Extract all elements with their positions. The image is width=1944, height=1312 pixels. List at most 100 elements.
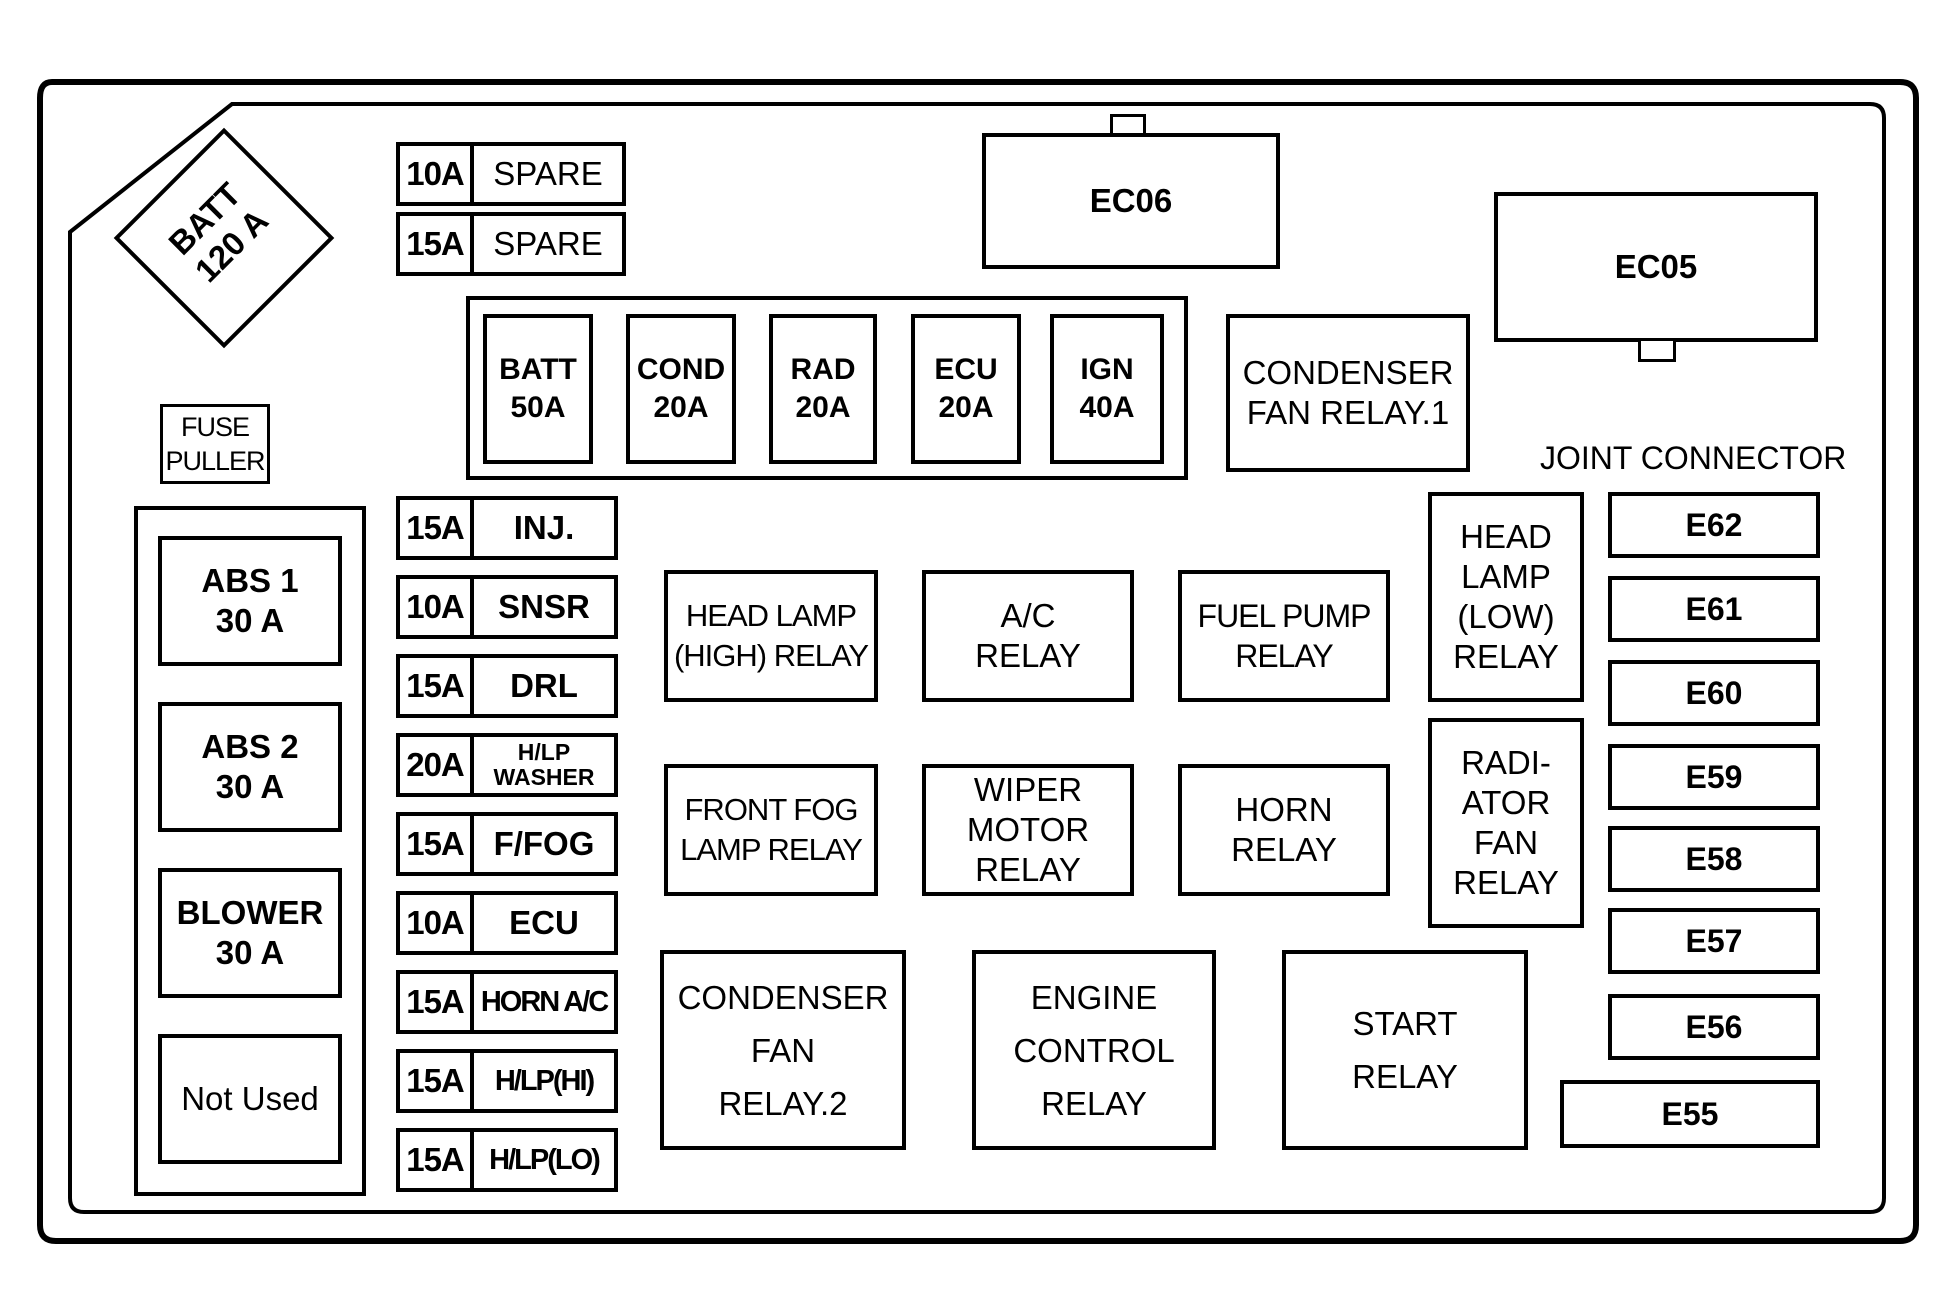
abs2-fuse[interactable]: ABS 2 30 A xyxy=(158,702,342,832)
mini-fuse-horn-ac[interactable]: 15A HORN A/C xyxy=(396,970,618,1034)
main-fuse-ecu-name: ECU xyxy=(934,353,998,386)
abs1-fuse-label: ABS 1 30 A xyxy=(201,562,299,639)
front-fog-lamp-relay-label: FRONT FOG LAMP RELAY xyxy=(680,792,863,867)
mini-fuse-hlp-hi[interactable]: 15A H/LP(HI) xyxy=(396,1049,618,1113)
mini-fuse-hlp-hi-name: H/LP(HI) xyxy=(494,1064,595,1097)
main-fuse-ign-name: IGN xyxy=(1080,353,1134,386)
mini-fuse-ffog-amp: 15A xyxy=(400,816,474,872)
e58-label: E58 xyxy=(1685,840,1743,877)
joint-connector-e57[interactable]: E57 xyxy=(1608,908,1820,974)
mini-fuse-ecu-name: ECU xyxy=(509,904,579,941)
head-lamp-high-relay-label: HEAD LAMP (HIGH) RELAY xyxy=(673,598,869,673)
spare-fuse-1-amp: 10A xyxy=(400,146,474,202)
mini-fuse-inj[interactable]: 15A INJ. xyxy=(396,496,618,560)
joint-connector-title: JOINT CONNECTOR xyxy=(1540,440,1847,476)
mini-fuse-snsr[interactable]: 10A SNSR xyxy=(396,575,618,639)
main-fuse-ecu-amp: 20A xyxy=(938,391,994,424)
connector-ec06-label: EC06 xyxy=(1089,182,1173,219)
horn-relay-label: HORN RELAY xyxy=(1231,791,1337,868)
spare-fuse-2-amp: 15A xyxy=(400,216,474,272)
engine-control-relay-label: ENGINE CONTROL RELAY xyxy=(1013,978,1175,1122)
fuse-puller-line1: FUSE xyxy=(180,412,250,442)
main-fuse-rad-amp: 20A xyxy=(795,391,851,424)
ac-relay[interactable]: A/C RELAY xyxy=(922,570,1134,702)
radiator-fan-relay[interactable]: RADI- ATOR FAN RELAY xyxy=(1428,718,1584,928)
mini-fuse-hlp-lo-amp: 15A xyxy=(400,1132,474,1188)
abs1-fuse[interactable]: ABS 1 30 A xyxy=(158,536,342,666)
radiator-fan-relay-label: RADI- ATOR FAN RELAY xyxy=(1453,744,1559,901)
mini-fuse-inj-amp: 15A xyxy=(400,500,474,556)
main-fuse-ecu[interactable]: ECU 20A xyxy=(911,314,1021,464)
connector-ec05[interactable]: EC05 xyxy=(1494,192,1818,342)
not-used-slot: Not Used xyxy=(158,1034,342,1164)
ac-relay-label: A/C RELAY xyxy=(975,597,1081,674)
connector-ec06[interactable]: EC06 xyxy=(982,133,1280,269)
condenser-fan-relay-2[interactable]: CONDENSER FAN RELAY.2 xyxy=(660,950,906,1150)
spare-fuse-2-name: SPARE xyxy=(493,225,603,262)
e60-label: E60 xyxy=(1685,674,1743,711)
fuse-puller[interactable]: FUSE PULLER xyxy=(160,404,270,484)
mini-fuse-ffog[interactable]: 15A F/FOG xyxy=(396,812,618,876)
start-relay[interactable]: START RELAY xyxy=(1282,950,1528,1150)
head-lamp-low-relay[interactable]: HEAD LAMP (LOW) RELAY xyxy=(1428,492,1584,702)
abs2-fuse-label: ABS 2 30 A xyxy=(201,728,299,805)
main-fuse-block xyxy=(466,296,1188,480)
joint-connector-e55[interactable]: E55 xyxy=(1560,1080,1820,1148)
ec05-tab xyxy=(1638,338,1676,362)
mini-fuse-hlp-lo[interactable]: 15A H/LP(LO) xyxy=(396,1128,618,1192)
spare-fuse-1-name: SPARE xyxy=(493,155,603,192)
joint-connector-e56[interactable]: E56 xyxy=(1608,994,1820,1060)
e57-label: E57 xyxy=(1685,922,1743,959)
head-lamp-low-relay-label: HEAD LAMP (LOW) RELAY xyxy=(1453,518,1559,675)
e61-label: E61 xyxy=(1685,590,1743,627)
mini-fuse-horn-ac-amp: 15A xyxy=(400,974,474,1030)
left-fuse-panel xyxy=(134,506,366,1196)
joint-connector-e60[interactable]: E60 xyxy=(1608,660,1820,726)
mini-fuse-hlp-washer-name: H/LP WASHER xyxy=(493,739,595,790)
mini-fuse-snsr-amp: 10A xyxy=(400,579,474,635)
wiper-motor-relay[interactable]: WIPER MOTOR RELAY xyxy=(922,764,1134,896)
main-fuse-rad[interactable]: RAD 20A xyxy=(769,314,877,464)
e62-label: E62 xyxy=(1685,506,1743,543)
mini-fuse-hlp-hi-amp: 15A xyxy=(400,1053,474,1109)
mini-fuse-ffog-name: F/FOG xyxy=(493,825,595,862)
condenser-fan-relay-1[interactable]: CONDENSER FAN RELAY.1 xyxy=(1226,314,1470,472)
mini-fuse-ecu[interactable]: 10A ECU xyxy=(396,891,618,955)
mini-fuse-hlp-washer[interactable]: 20A H/LP WASHER xyxy=(396,733,618,797)
wiper-motor-relay-label: WIPER MOTOR RELAY xyxy=(966,771,1090,888)
fuel-pump-relay-label: FUEL PUMP RELAY xyxy=(1197,598,1372,674)
horn-relay[interactable]: HORN RELAY xyxy=(1178,764,1390,896)
e56-label: E56 xyxy=(1685,1008,1743,1045)
condenser-fan-relay-2-label: CONDENSER FAN RELAY.2 xyxy=(677,978,889,1122)
fuel-pump-relay[interactable]: FUEL PUMP RELAY xyxy=(1178,570,1390,702)
mini-fuse-hlp-washer-amp: 20A xyxy=(400,737,474,793)
spare-fuse-1[interactable]: 10A SPARE xyxy=(396,142,626,206)
start-relay-label: START RELAY xyxy=(1352,1005,1458,1095)
engine-control-relay[interactable]: ENGINE CONTROL RELAY xyxy=(972,950,1216,1150)
not-used-label: Not Used xyxy=(181,1080,319,1117)
mini-fuse-drl-name: DRL xyxy=(510,667,578,704)
joint-connector-e62[interactable]: E62 xyxy=(1608,492,1820,558)
main-fuse-cond-amp: 20A xyxy=(653,391,709,424)
main-fuse-batt-amp: 50A xyxy=(510,391,566,424)
e59-label: E59 xyxy=(1685,758,1743,795)
joint-connector-e59[interactable]: E59 xyxy=(1608,744,1820,810)
mini-fuse-drl[interactable]: 15A DRL xyxy=(396,654,618,718)
blower-fuse[interactable]: BLOWER 30 A xyxy=(158,868,342,998)
joint-connector-e61[interactable]: E61 xyxy=(1608,576,1820,642)
front-fog-lamp-relay[interactable]: FRONT FOG LAMP RELAY xyxy=(664,764,878,896)
e55-label: E55 xyxy=(1661,1095,1719,1132)
mini-fuse-snsr-name: SNSR xyxy=(498,588,590,625)
main-fuse-ign[interactable]: IGN 40A xyxy=(1050,314,1164,464)
joint-connector-e58[interactable]: E58 xyxy=(1608,826,1820,892)
main-fuse-ign-amp: 40A xyxy=(1079,391,1135,424)
spare-fuse-2[interactable]: 15A SPARE xyxy=(396,212,626,276)
main-fuse-rad-name: RAD xyxy=(790,353,856,386)
head-lamp-high-relay[interactable]: HEAD LAMP (HIGH) RELAY xyxy=(664,570,878,702)
connector-ec05-label: EC05 xyxy=(1614,248,1698,285)
mini-fuse-inj-name: INJ. xyxy=(513,509,575,546)
mini-fuse-ecu-amp: 10A xyxy=(400,895,474,951)
